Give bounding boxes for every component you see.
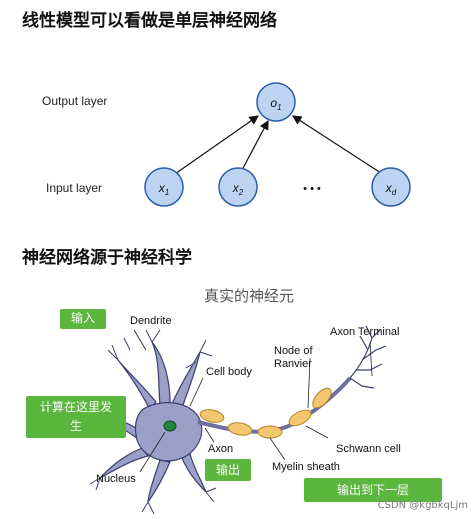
label-myelin-sheath: Myelin sheath (272, 461, 340, 473)
neuron-title: 真实的神经元 (204, 287, 295, 305)
output-node-o1 (256, 82, 296, 122)
svg-text:x1: x1 (158, 181, 169, 197)
label-nucleus: Nucleus (96, 473, 136, 485)
edge-x2-o1 (240, 119, 269, 173)
axon-terminal (349, 325, 387, 389)
callout-output-next-layer: 输出到下一层 (304, 478, 442, 502)
neuron-illustration (79, 325, 387, 515)
watermark: CSDN @kgbkqLjm (377, 500, 468, 511)
callout-compute-line1: 计算在这里发 (39, 400, 112, 414)
callout-input: 输入 (60, 309, 106, 329)
pointer-lines (133, 329, 373, 473)
output-node-base: o (270, 96, 277, 110)
callout-compute: 计算在这里发 生 (26, 396, 126, 438)
input-node-x1-sub: 1 (165, 188, 169, 197)
label-node-of-ranvier-1: Node of (274, 345, 313, 357)
input-node-x2-base: x (232, 181, 240, 195)
section-title: 神经网络源于神经科学 (22, 248, 192, 268)
svg-text:x2: x2 (232, 181, 244, 197)
svg-text:xd: xd (385, 181, 397, 197)
input-layer-label: Input layer (46, 181, 103, 195)
label-cell-body: Cell body (206, 366, 252, 378)
input-node-x2-sub: 2 (238, 188, 244, 197)
myelin-segments (199, 387, 332, 439)
ellipsis: • • • (303, 183, 321, 195)
axon (197, 376, 352, 434)
input-node-x1-base: x (158, 181, 166, 195)
label-axon-terminal: Axon Terminal (330, 326, 400, 338)
network-diagram: o1 x1 x2 • • • xd (144, 82, 411, 207)
label-node-of-ranvier-2: Ranvier (274, 358, 312, 370)
input-node-x2 (218, 167, 258, 207)
input-node-xd (371, 167, 411, 207)
svg-text:o1: o1 (270, 96, 281, 112)
label-schwann-cell: Schwann cell (336, 443, 401, 455)
callout-compute-line2: 生 (69, 419, 82, 433)
output-layer-label: Output layer (42, 94, 108, 108)
edge-xd-o1 (291, 115, 385, 176)
input-node-x1 (144, 167, 184, 207)
input-node-xd-sub: d (392, 188, 397, 197)
nucleus (163, 420, 177, 432)
input-node-xd-base: x (385, 181, 393, 195)
page-title: 线性模型可以看做是单层神经网络 (22, 11, 277, 31)
label-axon: Axon (208, 443, 234, 455)
callout-output: 输出 (205, 459, 251, 481)
neuron-soma-dendrites (91, 341, 207, 503)
output-node-sub: 1 (277, 103, 281, 112)
edge-x1-o1 (171, 115, 259, 177)
label-dendrite: Dendrite (130, 315, 172, 327)
